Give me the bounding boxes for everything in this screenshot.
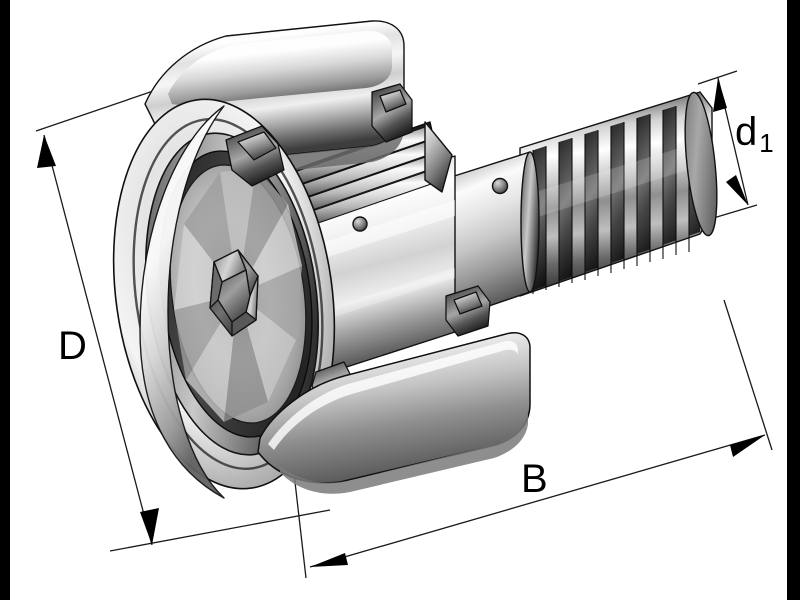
right-edge-bar [787, 0, 800, 600]
shaft-highlight [300, 200, 455, 266]
dimension-label-d1-subscript: 1 [759, 128, 774, 158]
arrowhead-D-bottom [140, 508, 159, 545]
lube-hole [352, 216, 368, 232]
stud-end-face [684, 91, 718, 237]
chamfer-ring-1 [132, 118, 324, 470]
hex-socket [209, 249, 259, 337]
dimension-label-B: B [521, 457, 548, 501]
lube-hole [491, 177, 509, 195]
arrowhead-B-left [310, 553, 348, 567]
underside-highlight [268, 340, 518, 450]
underside-shadow [280, 410, 528, 494]
thread-highlight [522, 140, 706, 222]
arrowhead-D-top [37, 135, 56, 168]
flange-left-rim [139, 105, 225, 499]
dimension-d1 [697, 70, 758, 223]
arrowhead-d1-bottom [726, 175, 748, 205]
hex-facet-lower [231, 311, 257, 337]
retaining-lip-highlight [237, 131, 277, 161]
retaining-lip-highlight [379, 89, 407, 113]
crown-highlight [168, 30, 392, 105]
threaded-stud [519, 91, 718, 297]
bearing-assembly [112, 20, 718, 499]
left-edge-bar [0, 0, 10, 600]
dimension-label-d1-main: d [735, 110, 758, 154]
outer-ring-underside [257, 332, 531, 494]
dimension-line-B [309, 434, 766, 568]
retaining-lip-highlight [453, 291, 483, 315]
collar-end [520, 151, 540, 293]
shaft-highlight-2 [300, 268, 455, 328]
dimension-label-d1: d1 [735, 110, 774, 156]
dimension-line-D [43, 134, 153, 546]
roller-cage [424, 121, 453, 193]
retaining-lips [225, 83, 491, 401]
witness-line-D-bottom [109, 509, 331, 552]
hex-facet-left [209, 261, 223, 309]
witness-line-B-right [723, 299, 773, 451]
witness-line-d1-top [697, 70, 738, 85]
flange-overlap [139, 105, 225, 499]
dimension-label-D: D [58, 324, 87, 368]
arrowhead-B-right [730, 435, 765, 457]
arrowhead-d1-top [713, 78, 727, 112]
